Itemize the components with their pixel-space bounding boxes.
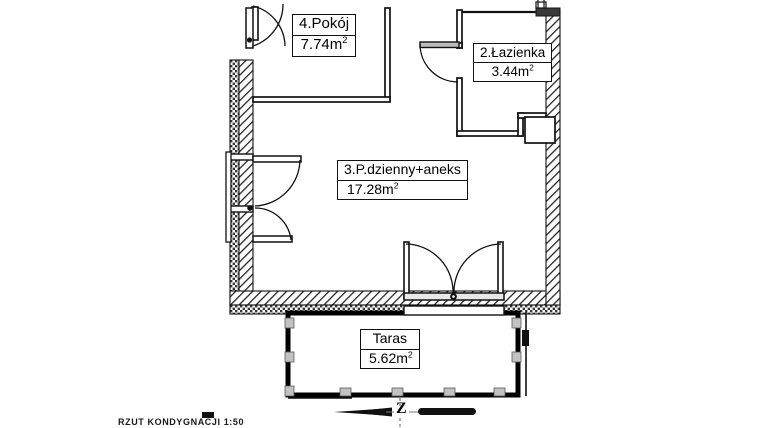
door-top-left [245, 3, 286, 49]
interior-partitions [252, 7, 556, 144]
compass-rose: Z [330, 398, 480, 428]
doors [225, 3, 505, 301]
bathroom-fixture [524, 116, 556, 144]
drawing-caption: RZUT KONDYGNACJI 1:50 [118, 417, 245, 427]
room-label-taras: Taras 5.62m2 [360, 329, 420, 370]
compass-arrow [334, 398, 476, 427]
room-area-lazienka: 3.44m2 [491, 62, 534, 80]
room-area-taras: 5.62m2 [369, 349, 413, 366]
room-label-lazienka: 2.Łazienka 3.44m2 [473, 43, 553, 83]
room-label-dzienny: 3.P.dzienny+aneks 17.28m2 [337, 160, 468, 201]
partition-lazienka [456, 9, 547, 137]
room-name-taras: Taras [361, 330, 419, 350]
partition-pokoj [252, 7, 391, 103]
room-area-pokoj: 7.74m2 [300, 34, 348, 53]
door-bathroom [419, 41, 460, 83]
room-name-dzienny: 3.P.dzienny+aneks [338, 161, 467, 181]
room-name-lazienka: 2.Łazienka [474, 44, 552, 64]
room-area-dzienny: 17.28m2 [347, 180, 399, 197]
door-terrace [403, 241, 505, 301]
compass-direction-label: Z [396, 400, 407, 417]
room-name-pokoj: 4.Pokój [293, 15, 356, 36]
room-label-pokoj: 4.Pokój 7.74m2 [292, 14, 357, 57]
left-wall [229, 59, 254, 306]
top-right-wall-stub [535, 0, 561, 17]
left-glazing-frame [225, 151, 232, 243]
terrace-posts [284, 317, 522, 397]
